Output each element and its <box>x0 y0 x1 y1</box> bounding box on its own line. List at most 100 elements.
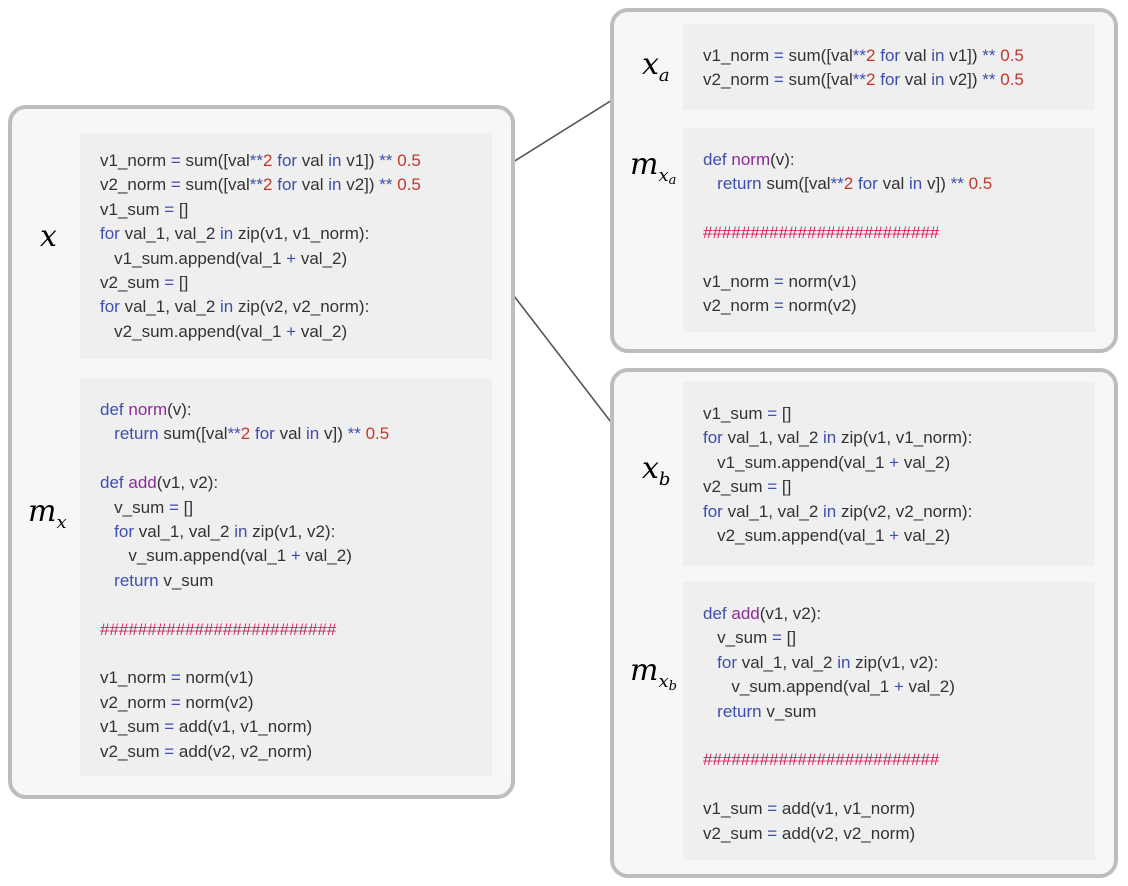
code-line: v2_sum.append(val_1 + val_2) <box>703 524 1095 548</box>
code-line: v1_norm = norm(v1) <box>703 270 1095 294</box>
code-token: = <box>773 46 784 65</box>
code-token: = <box>771 628 782 648</box>
code-token: val_2) <box>903 677 955 697</box>
code-line: v2_sum = add(v2, v2_norm) <box>703 822 1095 846</box>
code-token: return <box>114 570 159 590</box>
code-token: v2_norm <box>100 175 171 195</box>
code-line <box>100 642 492 666</box>
code-token: v2]) <box>944 70 983 90</box>
code-token <box>703 174 717 193</box>
code-token: ** <box>950 174 964 194</box>
code-token: for <box>880 46 901 65</box>
code-token: add(v2, v2_norm) <box>777 823 916 843</box>
code-token: v1_norm <box>703 46 774 65</box>
code-line: return v_sum <box>100 569 492 593</box>
code-token: for <box>717 652 738 672</box>
code-token: val_1, val_2 <box>119 224 221 244</box>
code-token: zip(v1, v2): <box>850 652 939 672</box>
code-token: sum([val <box>783 46 853 65</box>
code-token: (v): <box>770 150 795 169</box>
code-token: norm(v2) <box>783 296 857 316</box>
code-token: in <box>909 174 923 194</box>
code-token: val <box>900 70 932 90</box>
code-token <box>100 424 114 443</box>
code-token: zip(v1, v1_norm): <box>836 428 973 448</box>
code-token: v2_sum <box>703 477 768 497</box>
code-token: = <box>767 823 778 843</box>
code-token: val <box>900 46 932 65</box>
label-x-b: xb <box>642 451 671 490</box>
code-token: in <box>931 46 945 65</box>
code-line: ######################### <box>100 618 492 642</box>
code-token: = <box>773 70 784 90</box>
code-token: = <box>767 799 778 819</box>
code-token: sum([val <box>783 70 853 90</box>
code-line: v2_norm = sum([val**2 for val in v2]) **… <box>100 173 492 197</box>
code-token: v2_norm <box>703 70 774 90</box>
code-token: 2 <box>263 151 273 170</box>
code-token: def <box>100 400 124 419</box>
code-token: = <box>164 717 175 737</box>
code-token: 0.5 <box>397 175 421 195</box>
code-token: val <box>297 175 329 195</box>
code-token: for <box>858 174 878 194</box>
code-token: val_2) <box>296 321 348 341</box>
code-token: 0.5 <box>397 151 421 170</box>
code-token <box>100 522 114 541</box>
code-token: = <box>170 668 181 688</box>
code-line: v_sum.append(val_1 + val_2) <box>100 544 492 568</box>
code-line: return sum([val**2 for val in v]) ** 0.5 <box>100 422 492 446</box>
code-token: norm <box>128 400 168 419</box>
code-line: v1_sum = add(v1, v1_norm) <box>100 715 492 739</box>
code-token: v1]) <box>341 151 380 170</box>
code-token: val_1, val_2 <box>722 501 824 521</box>
code-block-x-a: v1_norm = sum([val**2 for val in v1]) **… <box>683 24 1095 110</box>
code-token: 2 <box>843 174 854 194</box>
code-line: v2_sum = [] <box>703 475 1095 499</box>
code-token: ** <box>852 70 867 90</box>
code-token: v1_sum <box>703 404 768 423</box>
code-token: in <box>823 428 837 448</box>
code-token: [] <box>178 497 194 517</box>
code-line: for val_1, val_2 in zip(v1, v2): <box>703 651 1095 675</box>
code-token: + <box>889 526 900 546</box>
code-line: v2_sum = [] <box>100 271 492 295</box>
code-token: for <box>277 175 298 195</box>
code-token: in <box>823 501 837 521</box>
code-token: in <box>328 151 342 170</box>
code-line: v1_norm = sum([val**2 for val in v1]) **… <box>703 44 1095 68</box>
code-token: (v): <box>167 400 192 419</box>
code-token: + <box>286 321 297 341</box>
code-token: v1_norm <box>100 668 171 688</box>
code-token: (v1, v2): <box>156 473 219 493</box>
label-x-a: xa <box>642 47 670 86</box>
code-line: def add(v1, v2): <box>100 471 492 495</box>
code-token: sum([val <box>158 424 228 444</box>
code-token: = <box>164 199 175 219</box>
code-token: sum([val <box>761 174 831 194</box>
code-token: = <box>773 296 784 316</box>
code-line <box>703 724 1095 748</box>
code-token: ** <box>249 151 264 170</box>
code-line: def norm(v): <box>100 398 492 422</box>
code-token: ** <box>852 46 867 65</box>
code-line: ######################### <box>703 221 1095 245</box>
code-line <box>703 773 1095 797</box>
code-token: v]) <box>319 424 348 444</box>
code-block-x-b: v1_sum = []for val_1, val_2 in zip(v1, v… <box>683 382 1095 566</box>
code-token: ** <box>347 424 361 444</box>
code-token: = <box>773 272 784 292</box>
label-x: x <box>40 219 57 254</box>
code-token: add <box>128 473 157 493</box>
code-token: v2_sum.append(val_1 <box>703 526 890 546</box>
code-token: ** <box>982 70 996 90</box>
code-token: in <box>306 424 320 444</box>
code-token: v1]) <box>944 46 983 65</box>
code-token: val_2) <box>899 526 951 546</box>
code-token: = <box>170 692 181 712</box>
code-block-m-x: def norm(v): return sum([val**2 for val … <box>80 378 492 776</box>
code-token: val <box>274 424 307 444</box>
code-token: v2_sum.append(val_1 <box>100 321 287 341</box>
code-line: v2_norm = sum([val**2 for val in v2]) **… <box>703 68 1095 92</box>
code-token: val_1, val_2 <box>119 297 221 317</box>
